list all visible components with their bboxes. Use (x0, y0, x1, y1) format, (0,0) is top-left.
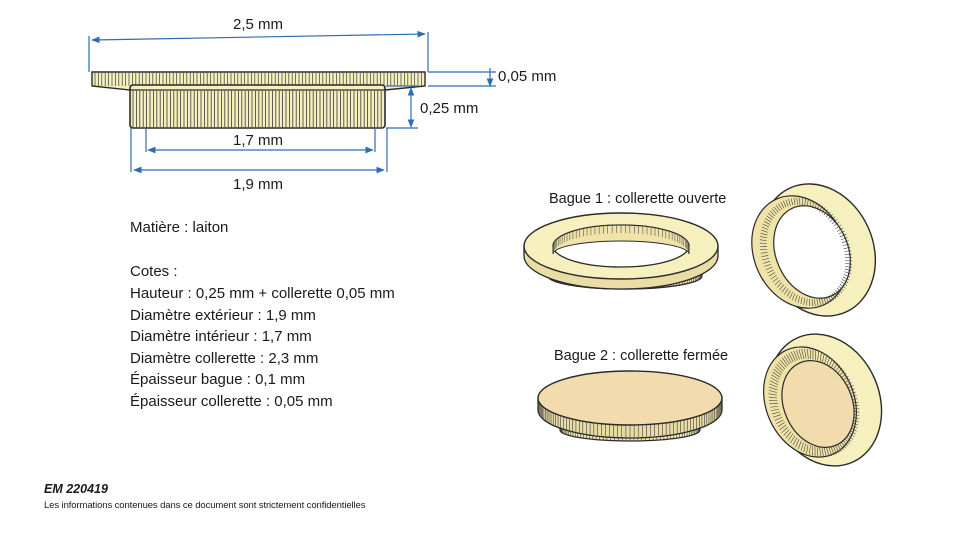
dim-label-collar-thickness: 0,05 mm (498, 68, 557, 85)
dimension-lines (88, 30, 496, 174)
ring-profile-view (91, 71, 426, 129)
spec-line-outer-diameter: Diamètre extérieur : 1,9 mm (130, 306, 316, 324)
ring2-tilted-view (762, 333, 883, 467)
spec-line-height: Hauteur : 0,25 mm + collerette 0,05 mm (130, 285, 395, 302)
ring1-tilted-view (751, 183, 877, 317)
dim-label-ring-height: 0,25 mm (420, 100, 479, 117)
specs-heading: Cotes : (130, 263, 178, 280)
spec-line-inner-diameter: Diamètre intérieur : 1,7 mm (130, 328, 312, 346)
spec-line-ring-thickness: Épaisseur bague : 0,1 mm (130, 371, 306, 389)
dim-label-inner-diameter: 1,7 mm (233, 132, 284, 149)
confidentiality-notice: Les informations contenues dans ce docum… (44, 500, 366, 511)
ring1-flat-view (523, 212, 719, 290)
ring-body (129, 84, 386, 129)
collar-ribs (94, 73, 422, 86)
collar-width-line (91, 30, 426, 44)
ring2-caption: Bague 2 : collerette fermée (554, 348, 729, 364)
spec-line-collar-diameter: Diamètre collerette : 2,3 mm (130, 349, 319, 367)
material-label: Matière : laiton (130, 219, 229, 236)
ring1-caption: Bague 1 : collerette ouverte (549, 191, 727, 207)
dim-label-outer-diameter: 1,9 mm (233, 176, 284, 193)
dim-label-collar-width: 2,5 mm (233, 16, 284, 33)
body-ribs (132, 91, 382, 127)
ring2-flat-view (537, 370, 723, 442)
spec-line-collar-thickness: Épaisseur collerette : 0,05 mm (130, 393, 333, 410)
document-reference: EM 220419 (44, 482, 108, 496)
